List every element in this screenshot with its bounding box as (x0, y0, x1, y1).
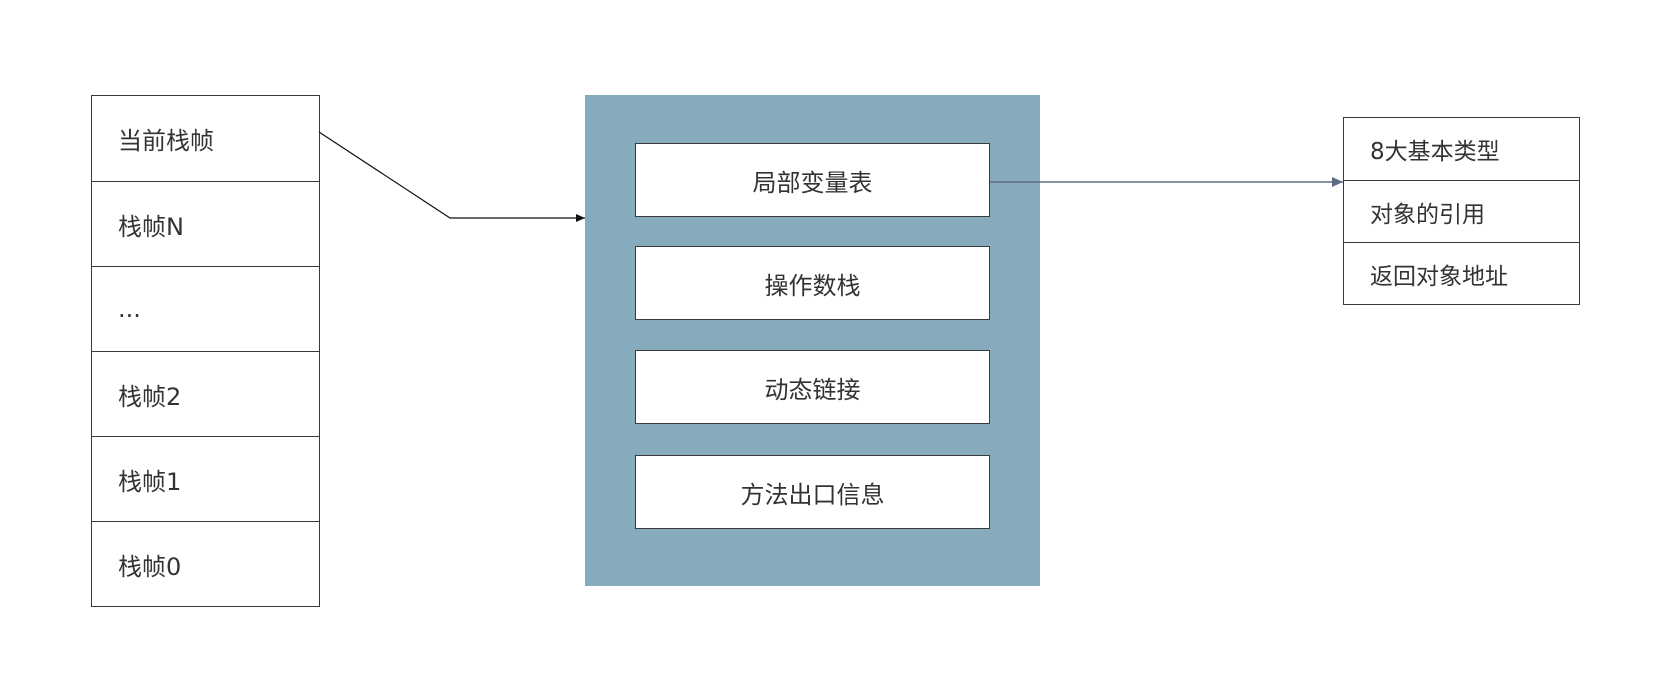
stack-frame-0: 栈帧0 (92, 521, 319, 606)
stack-frame-n: 栈帧N (92, 181, 319, 266)
locals-object-reference: 对象的引用 (1344, 180, 1579, 242)
locals-primitive-types: 8大基本类型 (1370, 139, 1500, 165)
method-return-info-box: 方法出口信息 (635, 455, 990, 529)
stack-frame-ellipsis: ... (92, 266, 319, 351)
thread-stack: 当前栈帧 栈帧N ... 栈帧2 栈帧1 栈帧0 (91, 95, 320, 607)
stack-frame-panel: 局部变量表 操作数栈 动态链接 方法出口信息 (585, 95, 1040, 586)
stack-frame-1: 栈帧1 (92, 436, 319, 521)
stack-frame-current: 当前栈帧 (118, 127, 214, 155)
operand-stack-box: 操作数栈 (635, 246, 990, 320)
local-variable-table-box: 局部变量表 (635, 143, 990, 217)
stack-frame-2: 栈帧2 (92, 351, 319, 436)
dynamic-linking-box: 动态链接 (635, 350, 990, 424)
locals-return-address: 返回对象地址 (1344, 242, 1579, 304)
current-frame-connector (318, 131, 585, 222)
local-variable-contents: 8大基本类型 对象的引用 返回对象地址 (1343, 117, 1580, 305)
